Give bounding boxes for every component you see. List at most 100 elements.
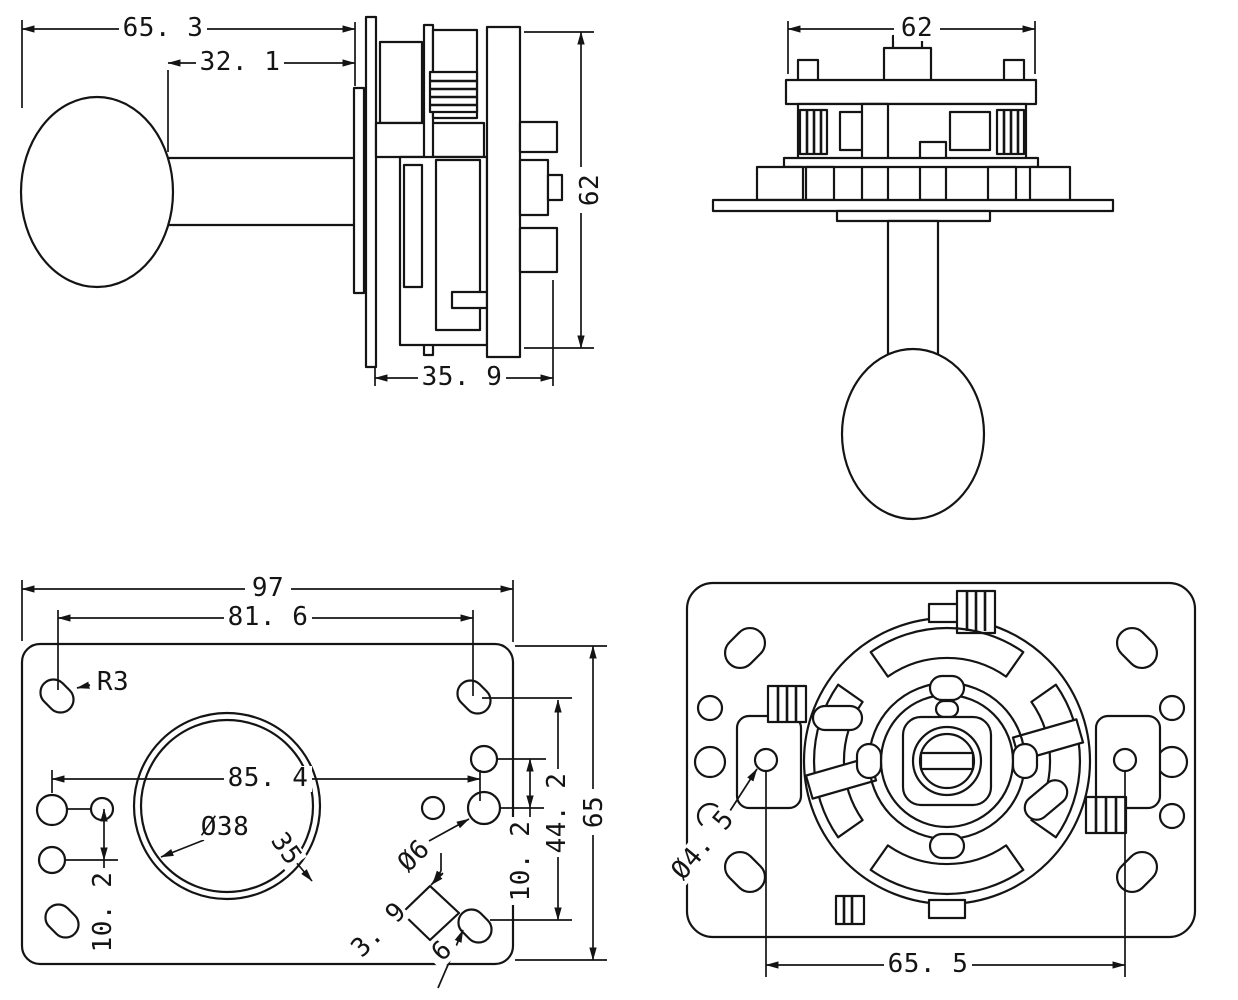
joystick-shaft (164, 156, 358, 227)
edge-hole (1158, 802, 1186, 830)
connector-body (518, 158, 550, 217)
base-lower-bar (782, 156, 1040, 169)
corner-slot-bottom-right (457, 908, 493, 944)
base-top-bar (784, 78, 1038, 106)
dim-slot-radius-label: R3 (97, 667, 129, 697)
ring-pad-south (928, 832, 966, 860)
mount-hole-right (1112, 747, 1138, 773)
joystick-ball (19, 95, 175, 289)
mounting-face-plate (364, 15, 378, 369)
dimension-slot-span: 81. 6 (57, 602, 474, 696)
leg-mid-left (804, 165, 836, 202)
switch-ribs-b (955, 589, 997, 635)
view-mechanism-bottom: Ø4. 5 65. 5 (664, 581, 1197, 979)
leg-left (755, 165, 805, 202)
leg-right (1028, 165, 1072, 202)
dimension-left-hole-pitch: 10. 2 (65, 808, 118, 956)
left-hole-small (89, 796, 115, 822)
dimension-mount-hole-span: 65. 5 (765, 771, 1126, 979)
joystick-ball (840, 347, 986, 521)
center-column (860, 102, 890, 202)
mount-hole-left (753, 747, 779, 773)
edge-hole (1155, 745, 1189, 779)
dim-right-hole-pitch-label: 10. 2 (506, 821, 536, 902)
dimension-hole-span: 85. 4 (51, 763, 481, 801)
dimension-right-slot-span: 44. 2 (482, 697, 572, 921)
corner-slot-bottom-left (723, 850, 767, 894)
dim-shaft-to-plate-label: 32. 1 (200, 47, 281, 77)
clip-right (1002, 58, 1026, 83)
body-block (378, 40, 424, 125)
dim-right-slot-span-label: 44. 2 (542, 773, 572, 854)
base-mid-body (796, 102, 1028, 161)
view-mounting-plate: 97 81. 6 R3 85. 4 Ø38 (20, 573, 609, 989)
dim-mount-hole-span-label: 65. 5 (888, 949, 969, 979)
switch-lever (450, 290, 489, 310)
body-inner-detail (402, 163, 424, 289)
e-ring-slot (919, 751, 975, 771)
joystick-shaft (886, 219, 940, 371)
ring-pad-west (855, 742, 883, 780)
dim-left-hole-pitch-label: 10. 2 (88, 872, 118, 953)
dust-washer (835, 209, 992, 223)
dim-plate-height-label: 65 (579, 796, 609, 828)
dim-slot-span-label: 81. 6 (228, 602, 309, 632)
dim-overall-length-label: 65. 3 (123, 13, 204, 43)
connector-tab (546, 173, 564, 202)
dimension-plate-height: 65 (515, 645, 609, 961)
pcb-plate (485, 25, 522, 359)
slot-pad-west (811, 704, 864, 732)
dimension-overall-length: 65. 3 (21, 13, 356, 108)
mounting-plate-edge (711, 198, 1115, 213)
ring-pad-east (1011, 742, 1039, 780)
center-tab (934, 699, 960, 719)
corner-slot-top-left (723, 626, 767, 670)
view-front-elevation: 62 (711, 13, 1115, 521)
square-notch (400, 884, 461, 942)
dimension-shaft-to-plate: 32. 1 (167, 47, 356, 152)
clip-tab-south (927, 898, 967, 920)
corner-slot-top-left (39, 678, 75, 714)
edge-hole (1158, 694, 1186, 722)
arc-window-south (869, 844, 1025, 895)
leg-mid-right (986, 165, 1018, 202)
ring-pad-north (928, 674, 966, 702)
center-hole-inner (139, 718, 315, 894)
arc-window-north (869, 627, 1025, 678)
dimension-slot-radius: R3 (76, 667, 129, 697)
switch-ribs-top (428, 70, 479, 114)
view-side-elevation: 65. 3 32. 1 62 35. 9 (19, 13, 605, 392)
actuator-column (918, 140, 948, 202)
right-hole-small (420, 795, 446, 821)
pivot-block (882, 46, 933, 83)
dimension-plate-width: 97 (21, 573, 514, 642)
connector-lug-bottom (518, 226, 559, 274)
switch-ribs-c (1084, 795, 1128, 835)
edge-hole (693, 745, 727, 779)
dim-body-height-label: 62 (575, 174, 605, 206)
dimension-body-height: 62 (524, 31, 605, 349)
dimension-body-width: 62 (787, 13, 1036, 74)
dim-center-hole-outer-label: Ø38 (201, 812, 249, 842)
corner-slot-top-right (456, 679, 492, 715)
switch-ribs-d (834, 894, 866, 926)
left-hole-large (35, 793, 69, 827)
switch-ribs-left (798, 108, 829, 156)
corner-slot-top-right (1115, 626, 1159, 670)
switch-body-right (948, 110, 992, 152)
dim-hole-span-label: 85. 4 (228, 763, 309, 793)
left-hole-lower (37, 845, 67, 875)
connector-lug-top (518, 120, 559, 154)
dimension-center-hole-outer: Ø38 (160, 812, 252, 858)
right-hole-large (466, 790, 502, 826)
clip-left (796, 58, 820, 83)
switch-ribs-a (766, 684, 808, 724)
dust-washer-plate (352, 86, 366, 295)
corner-slot-bottom-right (1115, 850, 1159, 894)
dim-plate-width-label: 97 (252, 573, 284, 603)
corner-slot-bottom-left (44, 903, 80, 939)
dimension-right-hole-pitch: 10. 2 (497, 758, 546, 905)
dimension-body-depth: 35. 9 (374, 280, 554, 392)
